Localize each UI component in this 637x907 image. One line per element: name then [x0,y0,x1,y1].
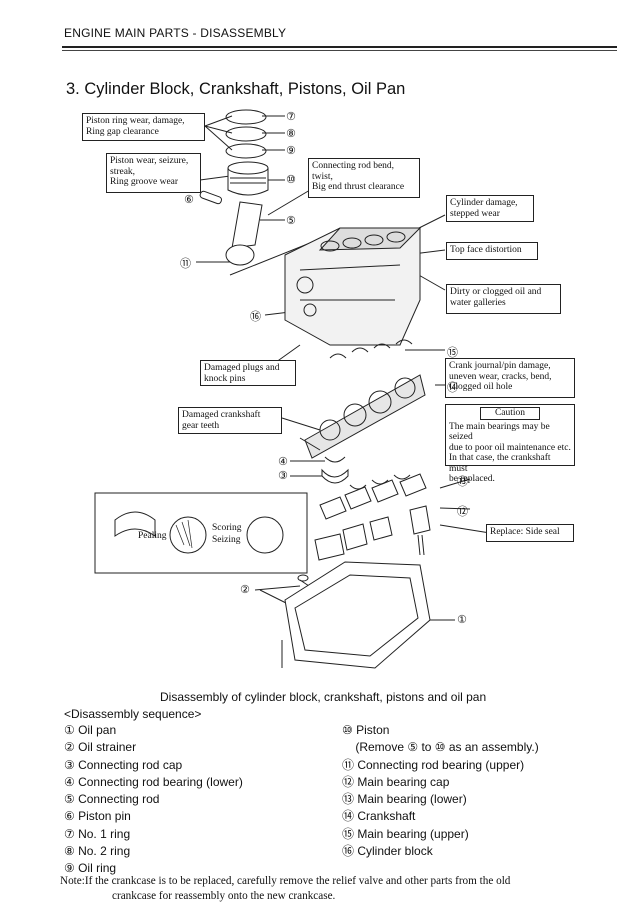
caution-line: In that case, the crankshaft must [449,453,551,474]
callout-gear-teeth: Damaged crankshaft gear teeth [178,407,282,434]
callout-line: streak, [110,166,136,177]
list-item: ⑮ Main bearing (upper) [342,826,469,841]
callout-top-face: Top face distortion [446,242,538,260]
callout-line: Ring gap clearance [86,126,159,137]
callout-crank-journal: Crank journal/pin damage, uneven wear, c… [445,358,575,398]
callout-cylinder-damage: Cylinder damage, stepped wear [446,195,534,222]
callout-line: Connecting rod bend, [312,161,395,171]
callout-oil-galleries: Dirty or clogged oil and water galleries [446,284,561,314]
caution-line: be replaced. [449,474,495,484]
caution-line: The main bearings may be seized [449,421,550,443]
marker-14: ⑭ [447,381,458,394]
marker-8: ⑧ [286,127,296,140]
list-item: ⑧ No. 2 ring [64,844,131,859]
list-item: ③ Connecting rod cap [64,757,183,772]
callout-line: knock pins [204,373,246,384]
callout-line: Piston ring wear, damage, [86,116,185,126]
caution-line: due to poor oil maintenance etc. [449,442,571,453]
callout-damaged-plugs: Damaged plugs and knock pins [200,360,296,386]
header-rule [62,46,617,48]
caution-title: Caution [480,407,540,420]
list-item: ⑩ Piston [342,723,390,737]
marker-4: ④ [278,455,288,468]
list-item: ⑬ Main bearing (lower) [342,792,467,807]
callout-line: Ring groove wear [110,177,179,187]
callout-line: Top face distortion [450,245,522,255]
list-item: ⑪ Connecting rod bearing (upper) [342,757,525,772]
callout-line: gear teeth [182,420,220,431]
note-line-1: Note:If the crankcase is to be replaced,… [60,875,511,887]
marker-1: ① [457,613,467,626]
list-item: ① Oil pan [64,723,117,737]
marker-3: ③ [278,469,288,482]
label-scoring: Scoring [212,523,242,533]
callout-line: Cylinder damage, [450,198,518,208]
callout-piston-wear: Piston wear, seizure, streak, Ring groov… [106,153,201,193]
list-item: ⑥ Piston pin [64,809,131,824]
marker-5: ⑤ [286,214,296,227]
marker-9: ⑨ [286,144,296,157]
marker-16: ⑯ [250,310,261,323]
sequence-list-right: ⑩ Piston (Remove ⑤ to ⑩ as an assembly.)… [342,722,539,860]
marker-10: ⑩ [286,173,296,186]
exploded-view-diagram [94,109,491,669]
list-item: (Remove ⑤ to ⑩ as an assembly.) [342,740,539,755]
list-item: ⑭ Crankshaft [342,809,416,824]
note-line-2: crankcase for reassembly onto the new cr… [112,890,336,902]
list-item: ⑫ Main bearing cap [342,774,450,789]
list-item: ④ Connecting rod bearing (lower) [64,774,243,789]
callout-line: Dirty or clogged oil and [450,287,542,297]
callout-line: stepped wear [450,208,500,219]
page-header: ENGINE MAIN PARTS - DISASSEMBLY [64,26,287,40]
callout-side-seal: Replace: Side seal [486,524,574,542]
section-title: 3. Cylinder Block, Crankshaft, Pistons, … [66,80,406,98]
list-item: ⑤ Connecting rod [64,792,160,807]
label-seizing: Seizing [212,535,241,545]
marker-6: ⑥ [184,193,194,206]
marker-7: ⑦ [286,110,296,123]
list-item: ⑨ Oil ring [64,861,117,876]
marker-11: ⑪ [180,257,191,270]
header-rule-thin [62,50,617,51]
callout-piston-ring-wear: Piston ring wear, damage, Ring gap clear… [82,113,205,141]
callout-connecting-rod: Connecting rod bend, twist, Big end thru… [308,158,420,198]
marker-12: ⑫ [457,505,468,518]
note-paragraph: Note:If the crankcase is to be replaced,… [60,874,620,904]
callout-line: Clogged oil hole [449,382,513,392]
callout-line: Damaged crankshaft [182,410,261,420]
list-item: ② Oil strainer [64,740,137,755]
callout-line: uneven wear, cracks, bend, [449,371,552,382]
figure-caption: Disassembly of cylinder block, crankshaf… [160,690,487,704]
callout-line: water galleries [450,297,506,308]
callout-line: Replace: Side seal [490,527,560,537]
sequence-list-left: ① Oil pan ② Oil strainer ③ Connecting ro… [64,722,243,878]
marker-2: ② [240,583,250,596]
label-pealing: Pealing [138,531,167,541]
callout-line: twist, [312,171,333,182]
callout-line: Big end thrust clearance [312,182,405,192]
marker-15: ⑮ [447,346,458,359]
callout-line: Piston wear, seizure, [110,156,189,166]
marker-13: ⑬ [457,475,468,488]
callout-line: Crank journal/pin damage, [449,361,551,371]
caution-box: Caution The main bearings may be seized … [445,404,575,484]
sequence-heading: <Disassembly sequence> [64,707,202,721]
list-item: ⑯ Cylinder block [342,844,433,859]
callout-line: Damaged plugs and [204,363,280,373]
list-item: ⑦ No. 1 ring [64,826,131,841]
